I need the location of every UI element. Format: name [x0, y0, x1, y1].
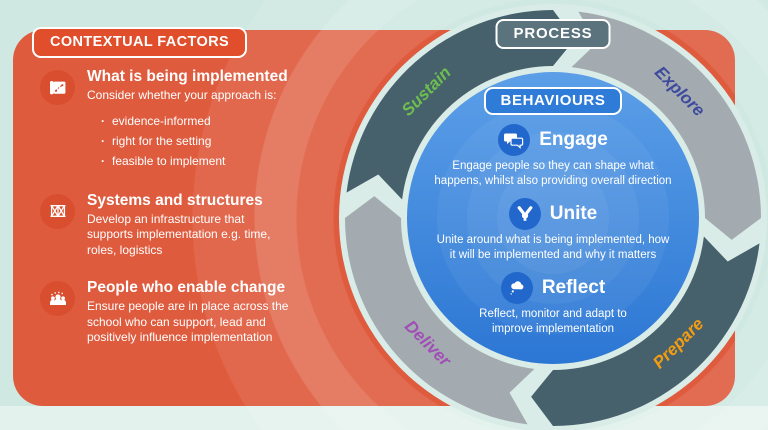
behaviour-reflect-row: Reflect [500, 272, 606, 304]
bullet-item: · feasible to implement [101, 151, 319, 171]
behaviours-inner-circle [407, 72, 699, 364]
blueprint-map-icon [40, 70, 75, 105]
behaviours-content: BEHAVIOURS Engage Engage people so they … [407, 72, 699, 364]
behaviour-description: Unite around what is being implemented, … [436, 234, 670, 261]
section-text: Systems and structures Develop an infras… [87, 192, 319, 259]
section-title: People who enable change [87, 279, 286, 296]
behaviour-label: Reflect [541, 277, 606, 298]
ring-segment-sustain [346, 9, 575, 200]
ring-segment-deliver [345, 196, 535, 425]
bullet-text: feasible to implement [112, 153, 226, 168]
ring-segment-prepare [531, 236, 760, 426]
contextual-factors-header: CONTEXTUAL FACTORS [32, 27, 248, 58]
behaviours-title-pill: BEHAVIOURS [483, 87, 623, 115]
section-people-enable-change: People who enable change Ensure people a… [40, 279, 319, 346]
behaviour-label: Engage [539, 129, 608, 150]
section-systems-structures: Systems and structures Develop an infras… [40, 192, 319, 259]
bullet-dot: · [101, 153, 105, 168]
behaviour-unite-row: Unite [508, 198, 598, 230]
ring-segment-explore [571, 11, 761, 240]
section-text: What is being implemented Consider wheth… [87, 68, 319, 171]
bullet-dot: · [101, 113, 105, 128]
thought-bubble-icon [500, 272, 533, 304]
people-group-icon [40, 281, 75, 316]
section-title: Systems and structures [87, 191, 263, 209]
approach-bullet-list: · evidence-informed · right for the settin… [87, 111, 319, 171]
section-title: What is being implemented [87, 68, 288, 85]
behaviour-description: Reflect, monitor and adapt to improve im… [479, 308, 627, 335]
section-body: Ensure people are in place across the sc… [87, 299, 289, 344]
hands-together-icon [508, 198, 541, 230]
process-cycle-ring: Explore Prepare Deliver Sustain [339, 4, 767, 430]
chat-bubbles-icon [498, 124, 531, 156]
section-body: Develop an infrastructure that supports … [87, 211, 271, 257]
bullet-text: right for the setting [112, 133, 212, 148]
scaffolding-icon [40, 193, 75, 229]
inner-ring-decoration [467, 132, 639, 304]
inner-ring-decoration [497, 162, 609, 274]
bullet-item: · right for the setting [101, 131, 319, 151]
contextual-sections: What is being implemented Consider wheth… [40, 68, 319, 367]
section-text: People who enable change Ensure people a… [87, 279, 319, 346]
bullet-item: · evidence-informed [101, 111, 319, 131]
behaviour-engage-row: Engage [498, 124, 608, 156]
bullet-dot: · [101, 133, 105, 148]
behaviour-description: Engage people so they can shape what hap… [434, 160, 672, 187]
inner-ring-decoration [437, 102, 669, 334]
section-subtitle: Consider whether your approach is: [87, 88, 277, 102]
bullet-text: evidence-informed [112, 113, 211, 128]
section-what-is-implemented: What is being implemented Consider wheth… [40, 68, 319, 171]
process-title-pill: PROCESS [495, 19, 611, 49]
behaviour-label: Unite [549, 203, 598, 224]
